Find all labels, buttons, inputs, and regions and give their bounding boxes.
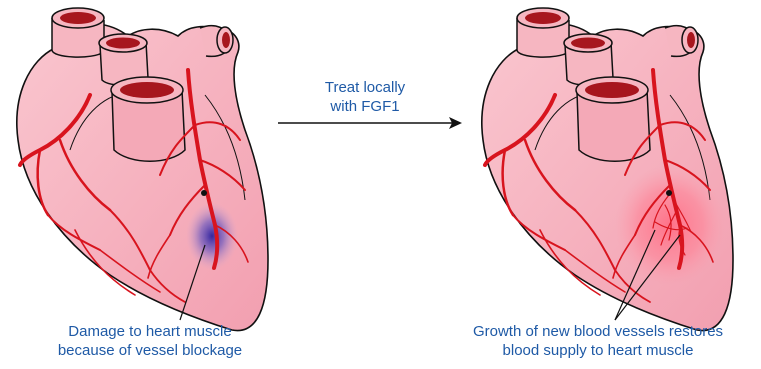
arrow-label-line2: with FGF1 (295, 97, 435, 116)
blockage-point (201, 190, 207, 196)
left-caption-line1: Damage to heart muscle (20, 322, 280, 341)
right-blockage-point (666, 190, 672, 196)
right-heart (482, 8, 733, 331)
right-caption-line1: Growth of new blood vessels restores (448, 322, 748, 341)
arrow-label-line1: Treat locally (295, 78, 435, 97)
arrow-label: Treat locally with FGF1 (295, 78, 435, 116)
left-aorta-top (52, 8, 104, 57)
right-caption: Growth of new blood vessels restores blo… (448, 322, 748, 360)
left-heart (17, 8, 268, 331)
left-caption-line2: because of vessel blockage (20, 341, 280, 360)
right-caption-line2: blood supply to heart muscle (448, 341, 748, 360)
right-aorta-top (517, 8, 569, 57)
treatment-arrow (278, 117, 462, 129)
left-caption: Damage to heart muscle because of vessel… (20, 322, 280, 360)
